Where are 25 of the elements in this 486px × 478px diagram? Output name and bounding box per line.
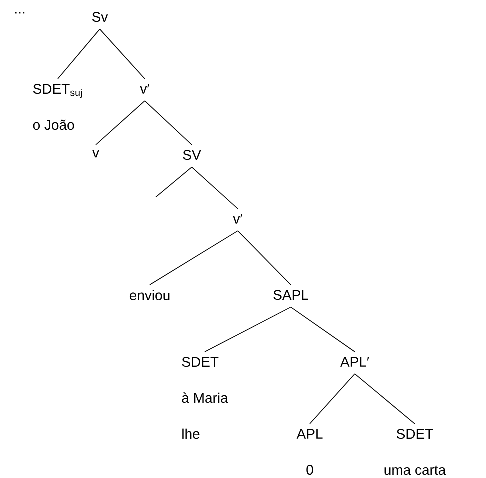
- tree-branch: [150, 230, 238, 286]
- tree-branch: [192, 166, 238, 210]
- tree-label: SV: [183, 150, 202, 160]
- tree-branch: [204, 306, 292, 352]
- tree-label: enviou: [130, 290, 170, 300]
- tree-label: SDET$_{suj}$ o João: [33, 84, 82, 130]
- tree-branch: [290, 306, 356, 352]
- tree-label: v: [92, 150, 100, 158]
- tree-label: v′: [233, 214, 243, 224]
- tree-branch: [144, 100, 192, 146]
- tree-label: APL 0: [296, 429, 323, 475]
- tree-label: APL′: [340, 357, 370, 367]
- tree-branch: [238, 230, 292, 286]
- tree-label: SDET uma carta: [384, 429, 446, 476]
- tree-label: ...: [15, 12, 25, 14]
- tree-branch: [310, 374, 356, 424]
- tree-label: SAPL: [274, 290, 308, 300]
- tree-branch: [96, 100, 146, 146]
- tree-branch: [354, 374, 416, 424]
- tree-label: v′: [140, 84, 150, 94]
- tree-branch: [156, 166, 192, 198]
- tree-label: SDET à Maria lhe: [182, 357, 228, 440]
- tree-branch: [58, 28, 100, 80]
- tree-branch: [100, 28, 146, 80]
- tree-label: Sv: [92, 12, 108, 22]
